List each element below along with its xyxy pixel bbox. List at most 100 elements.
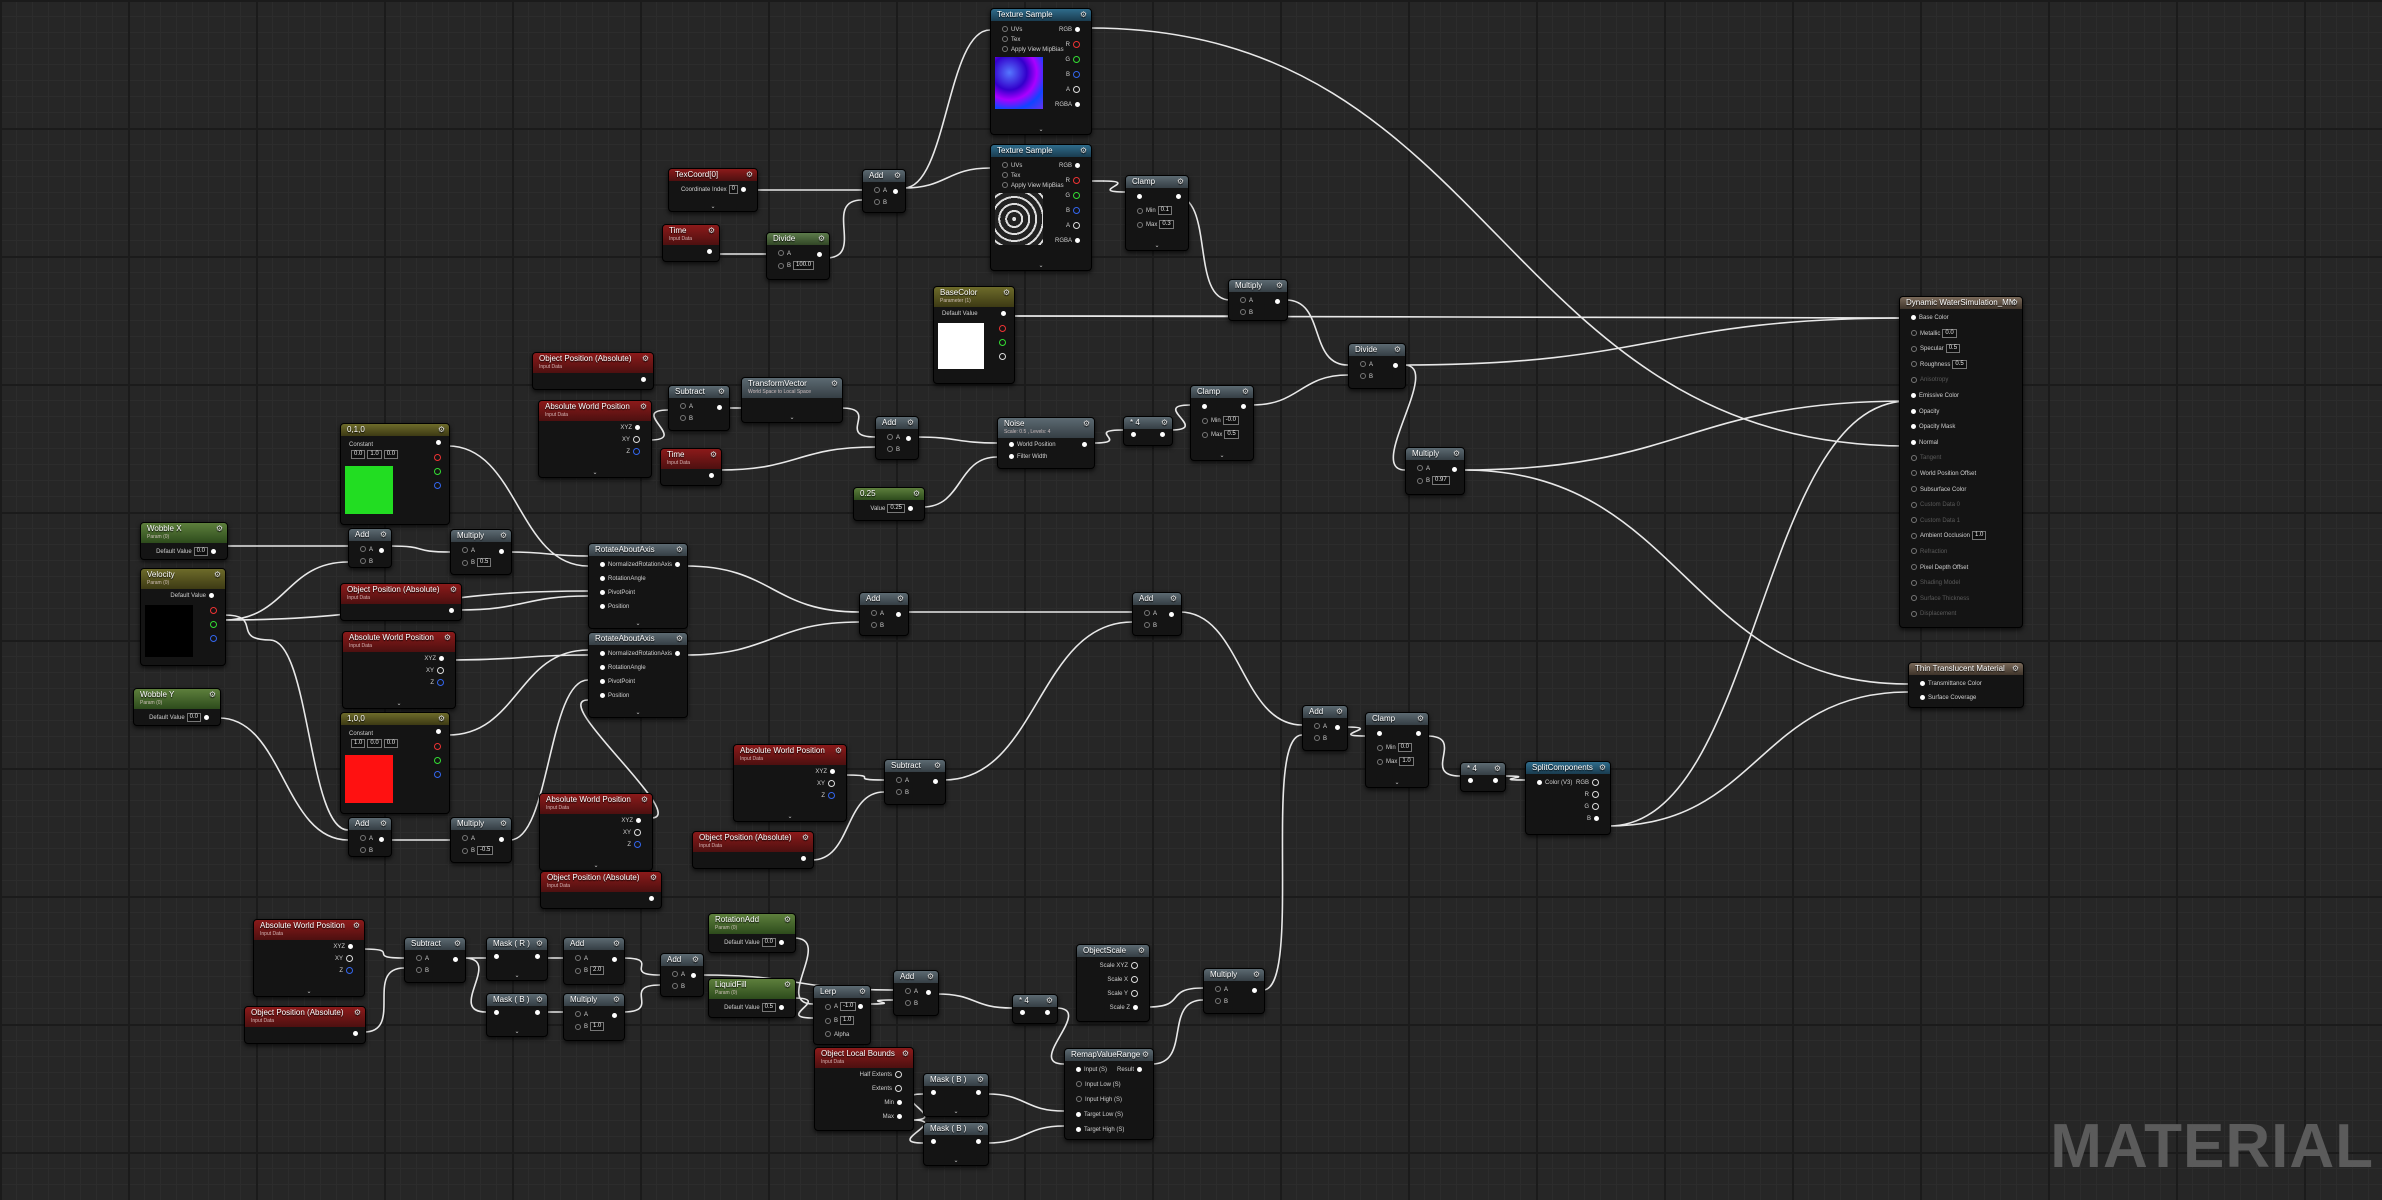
pin-icon[interactable]: [1073, 70, 1080, 78]
node-mask-b1[interactable]: Mask ( B )⚙⌄: [923, 1073, 989, 1117]
pin-icon[interactable]: [1911, 517, 1917, 524]
pin-icon[interactable]: [1002, 26, 1008, 33]
output-pin-icon[interactable]: [641, 377, 646, 382]
output-pin-icon[interactable]: [1169, 612, 1174, 617]
pin-icon[interactable]: [1240, 309, 1246, 316]
output-pin-icon[interactable]: [353, 1031, 358, 1036]
wire[interactable]: [447, 649, 589, 736]
output-pin-icon[interactable]: [817, 252, 822, 257]
input-pin-icon[interactable]: [931, 1139, 936, 1144]
gear-icon[interactable]: ⚙: [443, 633, 451, 642]
value-field[interactable]: 0.0: [1397, 743, 1413, 752]
node-title[interactable]: 0,1,0⚙: [341, 424, 449, 436]
pin-icon[interactable]: [778, 262, 784, 269]
pin-icon[interactable]: [1920, 694, 1925, 700]
wire[interactable]: [223, 561, 349, 621]
value-field[interactable]: -0.5: [477, 846, 494, 855]
pin-icon[interactable]: [672, 983, 678, 990]
wire[interactable]: [509, 551, 589, 557]
pin-icon[interactable]: [600, 589, 605, 595]
value-field[interactable]: 100.0: [793, 261, 815, 270]
gear-icon[interactable]: ⚙: [1275, 281, 1283, 290]
pin-icon[interactable]: [1911, 610, 1917, 617]
pin-icon[interactable]: [436, 729, 441, 734]
output-pin-icon[interactable]: [1393, 363, 1398, 368]
pin-icon[interactable]: [1240, 297, 1246, 304]
pin-icon[interactable]: [999, 325, 1006, 332]
node-title[interactable]: Add⚙: [894, 971, 938, 983]
node-title[interactable]: Add⚙: [1133, 593, 1181, 605]
gear-icon[interactable]: ⚙: [2010, 298, 2018, 307]
output-pin-icon[interactable]: [612, 957, 617, 962]
pin-icon[interactable]: [600, 678, 605, 684]
value-field[interactable]: 0.25: [887, 504, 905, 513]
pin-icon[interactable]: [1137, 221, 1143, 228]
pin-icon[interactable]: [1911, 314, 1916, 320]
chevron-down-icon[interactable]: ⌄: [953, 1109, 959, 1115]
node-title[interactable]: ObjectScale⚙: [1077, 945, 1149, 957]
node-title[interactable]: 0.25⚙: [854, 488, 924, 500]
value-field[interactable]: 0.0: [367, 739, 382, 748]
pin-icon[interactable]: [908, 506, 913, 511]
pin-icon[interactable]: [896, 789, 902, 796]
wire[interactable]: [825, 199, 863, 259]
chevron-down-icon[interactable]: ⌄: [789, 415, 795, 421]
chevron-down-icon[interactable]: ⌄: [1038, 263, 1044, 269]
pin-icon[interactable]: [1076, 1126, 1081, 1132]
chevron-down-icon[interactable]: ⌄: [514, 973, 520, 979]
pin-icon[interactable]: [434, 771, 441, 778]
pin-icon[interactable]: [360, 847, 366, 854]
pin-icon[interactable]: [1537, 779, 1542, 785]
wire[interactable]: [1179, 611, 1303, 726]
pin-icon[interactable]: [1075, 162, 1080, 168]
input-pin-icon[interactable]: [1020, 1010, 1025, 1015]
wire[interactable]: [1462, 469, 1909, 685]
gear-icon[interactable]: ⚙: [707, 226, 715, 235]
pin-icon[interactable]: [1911, 439, 1916, 445]
pin-icon[interactable]: [1073, 206, 1080, 214]
node-title[interactable]: Subtract⚙: [405, 938, 465, 950]
wire[interactable]: [685, 565, 860, 613]
wire[interactable]: [1012, 315, 1909, 319]
wire[interactable]: [1608, 691, 1909, 827]
output-pin-icon[interactable]: [1176, 194, 1181, 199]
node-title[interactable]: Multiply⚙: [564, 994, 624, 1006]
pin-icon[interactable]: [1076, 1081, 1082, 1088]
pin-icon[interactable]: [434, 468, 441, 475]
wire[interactable]: [454, 654, 589, 661]
wire[interactable]: [840, 407, 876, 438]
output-pin-icon[interactable]: [976, 1139, 981, 1144]
value-field[interactable]: 0.5: [761, 1003, 776, 1012]
pin-icon[interactable]: [1911, 486, 1917, 493]
pin-icon[interactable]: [999, 353, 1006, 360]
pin-icon[interactable]: [360, 558, 366, 565]
pin-icon[interactable]: [1360, 373, 1366, 380]
pin-icon[interactable]: [1911, 454, 1917, 461]
output-pin-icon[interactable]: [976, 1090, 981, 1095]
gear-icon[interactable]: ⚙: [1079, 10, 1087, 19]
node-objpos4[interactable]: Object Position (Absolute)⚙Input Data: [692, 831, 814, 869]
pin-icon[interactable]: [1911, 424, 1916, 430]
wire[interactable]: [1345, 726, 1366, 737]
pin-icon[interactable]: [439, 655, 444, 661]
pin-icon[interactable]: [1073, 85, 1080, 93]
value-field[interactable]: 0.0: [186, 713, 201, 722]
output-pin-icon[interactable]: [1252, 988, 1257, 993]
pin-icon[interactable]: [1592, 778, 1600, 786]
output-pin-icon[interactable]: [449, 608, 454, 613]
node-title[interactable]: * 4⚙: [1124, 417, 1172, 429]
wire[interactable]: [269, 639, 349, 831]
pin-icon[interactable]: [1911, 392, 1916, 398]
node-time-top[interactable]: Time⚙Input Data: [662, 224, 720, 262]
wire[interactable]: [218, 717, 349, 841]
input-pin-icon[interactable]: [494, 954, 499, 959]
pin-icon[interactable]: [828, 791, 835, 799]
output-pin-icon[interactable]: [906, 436, 911, 441]
gear-icon[interactable]: ⚙: [612, 995, 620, 1004]
output-pin-icon[interactable]: [675, 651, 680, 656]
